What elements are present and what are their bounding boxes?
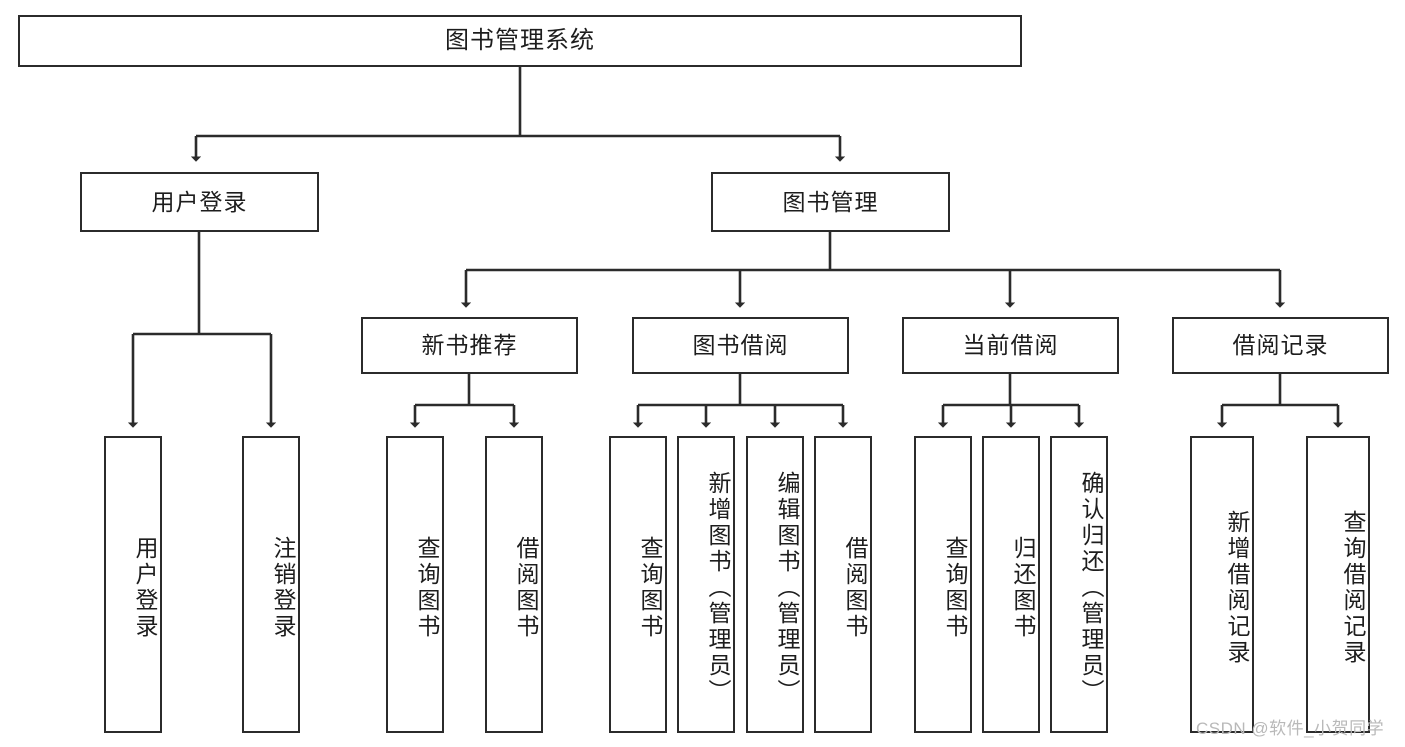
leaf-user-login[interactable]: 用户登录	[104, 436, 162, 733]
leaf-query-book-1[interactable]: 查询图书	[386, 436, 444, 733]
leaf-query-book-2[interactable]: 查询图书	[609, 436, 667, 733]
leaf-return-book[interactable]: 归还图书	[982, 436, 1040, 733]
leaf-borrow-book-2[interactable]: 借阅图书	[814, 436, 872, 733]
leaf-confirm-return[interactable]: 确认归还（管理员）	[1050, 436, 1108, 733]
node-new-book-recommend[interactable]: 新书推荐	[361, 317, 578, 374]
node-book-borrow[interactable]: 图书借阅	[632, 317, 849, 374]
node-book-manage[interactable]: 图书管理	[711, 172, 950, 232]
leaf-add-book[interactable]: 新增图书（管理员）	[677, 436, 735, 733]
leaf-query-book-3[interactable]: 查询图书	[914, 436, 972, 733]
leaf-add-record[interactable]: 新增借阅记录	[1190, 436, 1254, 733]
leaf-borrow-book-1[interactable]: 借阅图书	[485, 436, 543, 733]
node-borrow-record[interactable]: 借阅记录	[1172, 317, 1389, 374]
node-current-borrow[interactable]: 当前借阅	[902, 317, 1119, 374]
node-user-login[interactable]: 用户登录	[80, 172, 319, 232]
leaf-edit-book[interactable]: 编辑图书（管理员）	[746, 436, 804, 733]
csdn-watermark: CSDN @软件_小贺同学	[1196, 719, 1385, 738]
node-root[interactable]: 图书管理系统	[18, 15, 1022, 67]
leaf-query-record[interactable]: 查询借阅记录	[1306, 436, 1370, 733]
leaf-user-logout[interactable]: 注销登录	[242, 436, 300, 733]
